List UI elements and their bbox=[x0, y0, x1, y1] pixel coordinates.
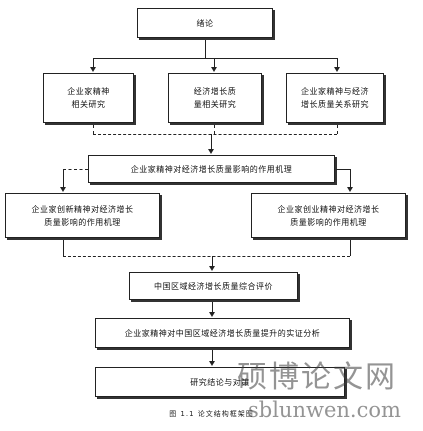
node-review-relationship: 企业家精神与经济 增长质量关系研究 bbox=[286, 73, 384, 123]
node-intro-label: 绪论 bbox=[196, 18, 214, 28]
arrow-to-evaluation bbox=[209, 266, 215, 271]
node-review-entrepreneurship: 企业家精神 相关研究 bbox=[43, 73, 134, 123]
node-startup-mechanism: 企业家创业精神对经济增长 质量影响的作用机理 bbox=[251, 193, 406, 238]
connector-branch-middle bbox=[214, 58, 215, 68]
node-review-growth-quality: 经济增长质 量相关研究 bbox=[168, 73, 262, 123]
arrow-to-conclusion bbox=[209, 361, 215, 366]
connector-startup-down bbox=[350, 240, 351, 256]
watermark-chinese: 硕博论文网 bbox=[237, 360, 397, 395]
node-mechanism-label: 企业家精神对经济增长质量影响的作用机理 bbox=[130, 164, 293, 174]
arrow-to-startup bbox=[347, 187, 353, 192]
node-review-growth-quality-label: 经济增长质 量相关研究 bbox=[193, 87, 237, 109]
connector-to-evaluation bbox=[212, 256, 213, 266]
node-conclusion-label: 研究结论与对策 bbox=[190, 377, 250, 387]
arrow-to-innovation bbox=[60, 187, 66, 192]
node-conclusion: 研究结论与对策 bbox=[95, 367, 345, 397]
node-review-relationship-label: 企业家精神与经济 增长质量关系研究 bbox=[301, 87, 369, 109]
connector-mechanisms-merge bbox=[63, 256, 350, 257]
connector-mechanism-right-down bbox=[350, 169, 351, 188]
connector-mechanism-left bbox=[63, 169, 88, 170]
connector-intro-branch bbox=[93, 58, 337, 59]
connector-mechanism-right bbox=[336, 169, 350, 170]
arrow-to-review-right bbox=[334, 67, 340, 72]
connector-mechanism-left-down bbox=[63, 169, 64, 188]
node-evaluation-label: 中国区域经济增长质量综合评价 bbox=[154, 281, 273, 291]
connector-innovation-down bbox=[63, 240, 64, 256]
node-intro: 绪论 bbox=[137, 8, 273, 38]
connector-review-left-down bbox=[93, 125, 94, 134]
connector-branch-right bbox=[337, 58, 338, 68]
connector-intro-down bbox=[205, 40, 206, 58]
connector-reviews-merge bbox=[93, 134, 337, 135]
arrow-to-empirical bbox=[209, 312, 215, 317]
connector-review-right-down bbox=[337, 125, 338, 134]
node-empirical-label: 企业家精神对中国区域经济增长质量提升的实证分析 bbox=[124, 328, 321, 338]
arrow-to-mechanism bbox=[208, 149, 214, 154]
connector-merge-down bbox=[211, 134, 212, 149]
connector-review-middle-down bbox=[214, 125, 215, 134]
connector-empirical-down bbox=[212, 350, 213, 361]
figure-caption: 图 1.1 论文结构框架图 bbox=[169, 410, 254, 418]
connector-branch-left bbox=[93, 58, 94, 68]
arrow-to-review-middle bbox=[211, 67, 217, 72]
node-innovation-mechanism: 企业家创新精神对经济增长 质量影响的作用机理 bbox=[5, 193, 160, 238]
node-review-entrepreneurship-label: 企业家精神 相关研究 bbox=[67, 87, 110, 109]
arrow-to-review-left bbox=[90, 67, 96, 72]
node-empirical: 企业家精神对中国区域经济增长质量提升的实证分析 bbox=[95, 318, 350, 348]
connector-evaluation-down bbox=[212, 302, 213, 312]
node-startup-mechanism-label: 企业家创业精神对经济增长 质量影响的作用机理 bbox=[277, 204, 380, 227]
node-evaluation: 中国区域经济增长质量综合评价 bbox=[129, 272, 298, 300]
node-innovation-mechanism-label: 企业家创新精神对经济增长 质量影响的作用机理 bbox=[31, 204, 134, 227]
watermark-url: sblunwen.com bbox=[248, 398, 401, 422]
node-mechanism: 企业家精神对经济增长质量影响的作用机理 bbox=[88, 155, 335, 183]
